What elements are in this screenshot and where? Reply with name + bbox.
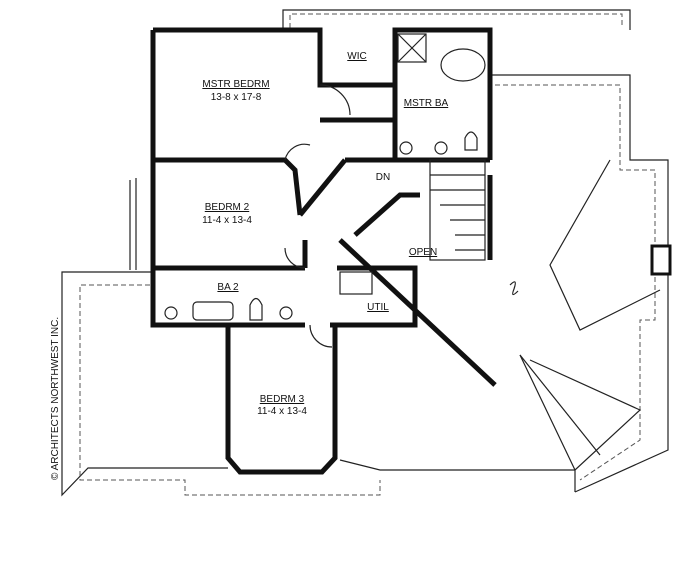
stairs-down-label: DN (376, 172, 390, 183)
door (309, 324, 333, 348)
toilet (464, 131, 478, 151)
washer-dryer (339, 271, 373, 295)
staircase (429, 159, 486, 261)
room-size-bedroom-2: 11-4 x 13-4 (202, 215, 252, 226)
shower (397, 33, 427, 63)
door (284, 247, 306, 269)
room-name-open: OPEN (409, 247, 437, 258)
room-name-master-bath: MSTR BA (404, 98, 449, 109)
room-size-master-bedroom: 13-8 x 17-8 (211, 92, 262, 103)
bathtub (192, 301, 234, 321)
break-line (509, 281, 519, 296)
bathtub (440, 48, 486, 82)
sink (399, 141, 413, 155)
room-name-wic: WIC (347, 51, 366, 62)
copyright-text: © ARCHITECTS NORTHWEST INC. (50, 317, 61, 480)
room-name-bedroom-2: BEDRM 2 (205, 202, 250, 213)
chimney (650, 244, 672, 276)
walls (150, 27, 497, 475)
sink (164, 306, 178, 320)
door (284, 143, 311, 161)
toilet (249, 297, 263, 321)
room-size-bedroom-3: 11-4 x 13-4 (257, 406, 307, 417)
door (319, 84, 351, 116)
room-name-bedroom-3: BEDRM 3 (260, 394, 305, 405)
room-name-bath-2: BA 2 (217, 282, 239, 293)
sink (279, 306, 293, 320)
room-name-master-bedroom: MSTR BEDRM (202, 79, 269, 90)
sink (434, 141, 448, 155)
roof-outline (61, 9, 669, 497)
room-name-utility: UTIL (367, 302, 389, 313)
